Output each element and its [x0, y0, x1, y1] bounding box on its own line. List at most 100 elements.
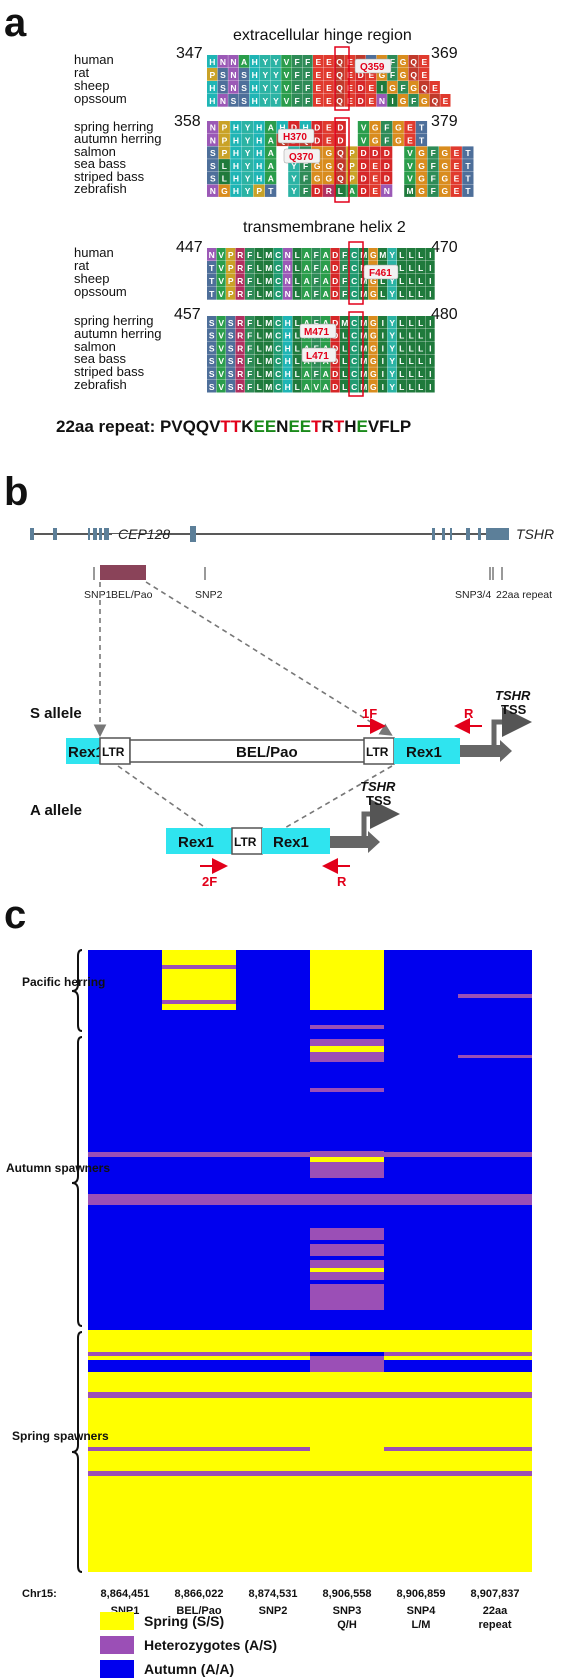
residue-cell [273, 367, 283, 380]
residue-letter: Y [389, 318, 395, 328]
residue-cell [404, 146, 416, 159]
residue-letter: E [347, 83, 353, 93]
residue-cell [276, 159, 288, 172]
residue-letter: Q [336, 70, 343, 80]
residue-letter: E [326, 70, 332, 80]
genotype-cell [310, 1228, 384, 1240]
residue-cell [369, 121, 381, 134]
residue-cell [265, 121, 277, 134]
residue-cell [302, 274, 312, 287]
residue-letter: S [209, 382, 215, 392]
residue-letter: S [241, 96, 247, 106]
residue-letter: M [341, 318, 348, 328]
residue-cell [349, 367, 359, 380]
residue-letter: F [247, 331, 252, 341]
residue-letter: F [294, 96, 299, 106]
residue-letter: H [285, 356, 291, 366]
residue-letter: Q [336, 57, 343, 67]
genotype-cell [384, 1447, 458, 1451]
legend-label: Heterozygotes (A/S) [144, 1637, 277, 1653]
residue-letter: - [351, 135, 354, 145]
residue-letter: G [325, 161, 332, 171]
residue-letter: F [247, 356, 252, 366]
legend-label: Spring (S/S) [144, 1613, 224, 1629]
residue-cell [344, 68, 356, 81]
residue-letter: G [441, 148, 448, 158]
residue-letter: D [332, 289, 338, 299]
residue-cell [397, 68, 409, 81]
residue-letter: T [209, 263, 215, 273]
residue-cell [369, 171, 381, 185]
callout-q370: Q370 [283, 148, 321, 164]
residue-cell [340, 380, 350, 393]
residue-letter: H [285, 382, 291, 392]
residue-cell [416, 367, 426, 380]
primer-1f: 1F [362, 706, 377, 721]
genotype-cell [162, 1000, 236, 1004]
genotype-cell [236, 1194, 310, 1205]
residue-cell [439, 184, 451, 197]
residue-letter: - [281, 161, 284, 171]
residue-letter: L [295, 369, 300, 379]
residue-cell [288, 184, 300, 197]
species-label: sheep [74, 271, 109, 286]
residue-cell [207, 133, 219, 147]
residue-cell [425, 274, 435, 287]
repeat-residue: T [334, 417, 345, 436]
residue-cell [264, 287, 274, 300]
residue-cell [270, 68, 281, 81]
legend-swatch-autumn [100, 1660, 134, 1678]
residue-letter: E [421, 57, 427, 67]
residue-letter: V [284, 83, 290, 93]
genotype-cell [236, 1152, 310, 1157]
residue-letter: Y [291, 161, 297, 171]
residue-cell [270, 81, 281, 94]
repeat-residue: N [276, 417, 288, 436]
residue-letter: Y [245, 174, 251, 184]
residue-cell [228, 81, 239, 94]
residue-cell [425, 341, 435, 355]
tss-label: TSS [501, 702, 527, 717]
residue-cell [392, 121, 404, 134]
residue-cell [292, 248, 302, 261]
residue-cell [226, 341, 236, 355]
residue-letter: V [407, 161, 413, 171]
residue-cell [406, 261, 416, 274]
residue-cell [283, 248, 293, 261]
residue-cell [249, 94, 260, 107]
residue-cell [355, 81, 366, 94]
residue-cell [321, 261, 331, 274]
genotype-cell [458, 1152, 532, 1157]
residue-letter: L [409, 343, 414, 353]
residue-letter: D [332, 369, 338, 379]
residue-letter: H [285, 331, 291, 341]
rex1-box: Rex1 [406, 744, 442, 761]
residue-cell [330, 248, 340, 261]
residue-letter: E [368, 96, 374, 106]
residue-letter: H [256, 123, 262, 133]
residue-cell [265, 184, 277, 197]
residue-letter: G [314, 161, 321, 171]
residue-letter: M [265, 263, 272, 273]
residue-cell [357, 184, 370, 197]
locus-coordinate: 8,866,022 [175, 1588, 224, 1600]
residue-letter: A [323, 318, 329, 328]
residue-letter: A [268, 123, 274, 133]
species-label: opssoum [74, 284, 127, 299]
residue-letter: L [338, 186, 343, 196]
residue-cell [311, 316, 321, 329]
residue-cell [349, 274, 359, 287]
genotype-cell [88, 1392, 162, 1398]
gene-track: CEP128 TSHR [30, 526, 554, 542]
residue-cell [323, 184, 335, 197]
residue-letter: E [326, 123, 332, 133]
genotype-cell [162, 1194, 236, 1205]
residue-cell [378, 341, 388, 355]
residue-letter: L [399, 289, 404, 299]
residue-cell [321, 316, 331, 329]
panel-a-letter: a [4, 1, 27, 45]
residue-letter: Q [410, 57, 417, 67]
residue-cell [381, 171, 393, 185]
ltr-box: LTR [102, 745, 125, 759]
residue-cell [406, 248, 416, 261]
